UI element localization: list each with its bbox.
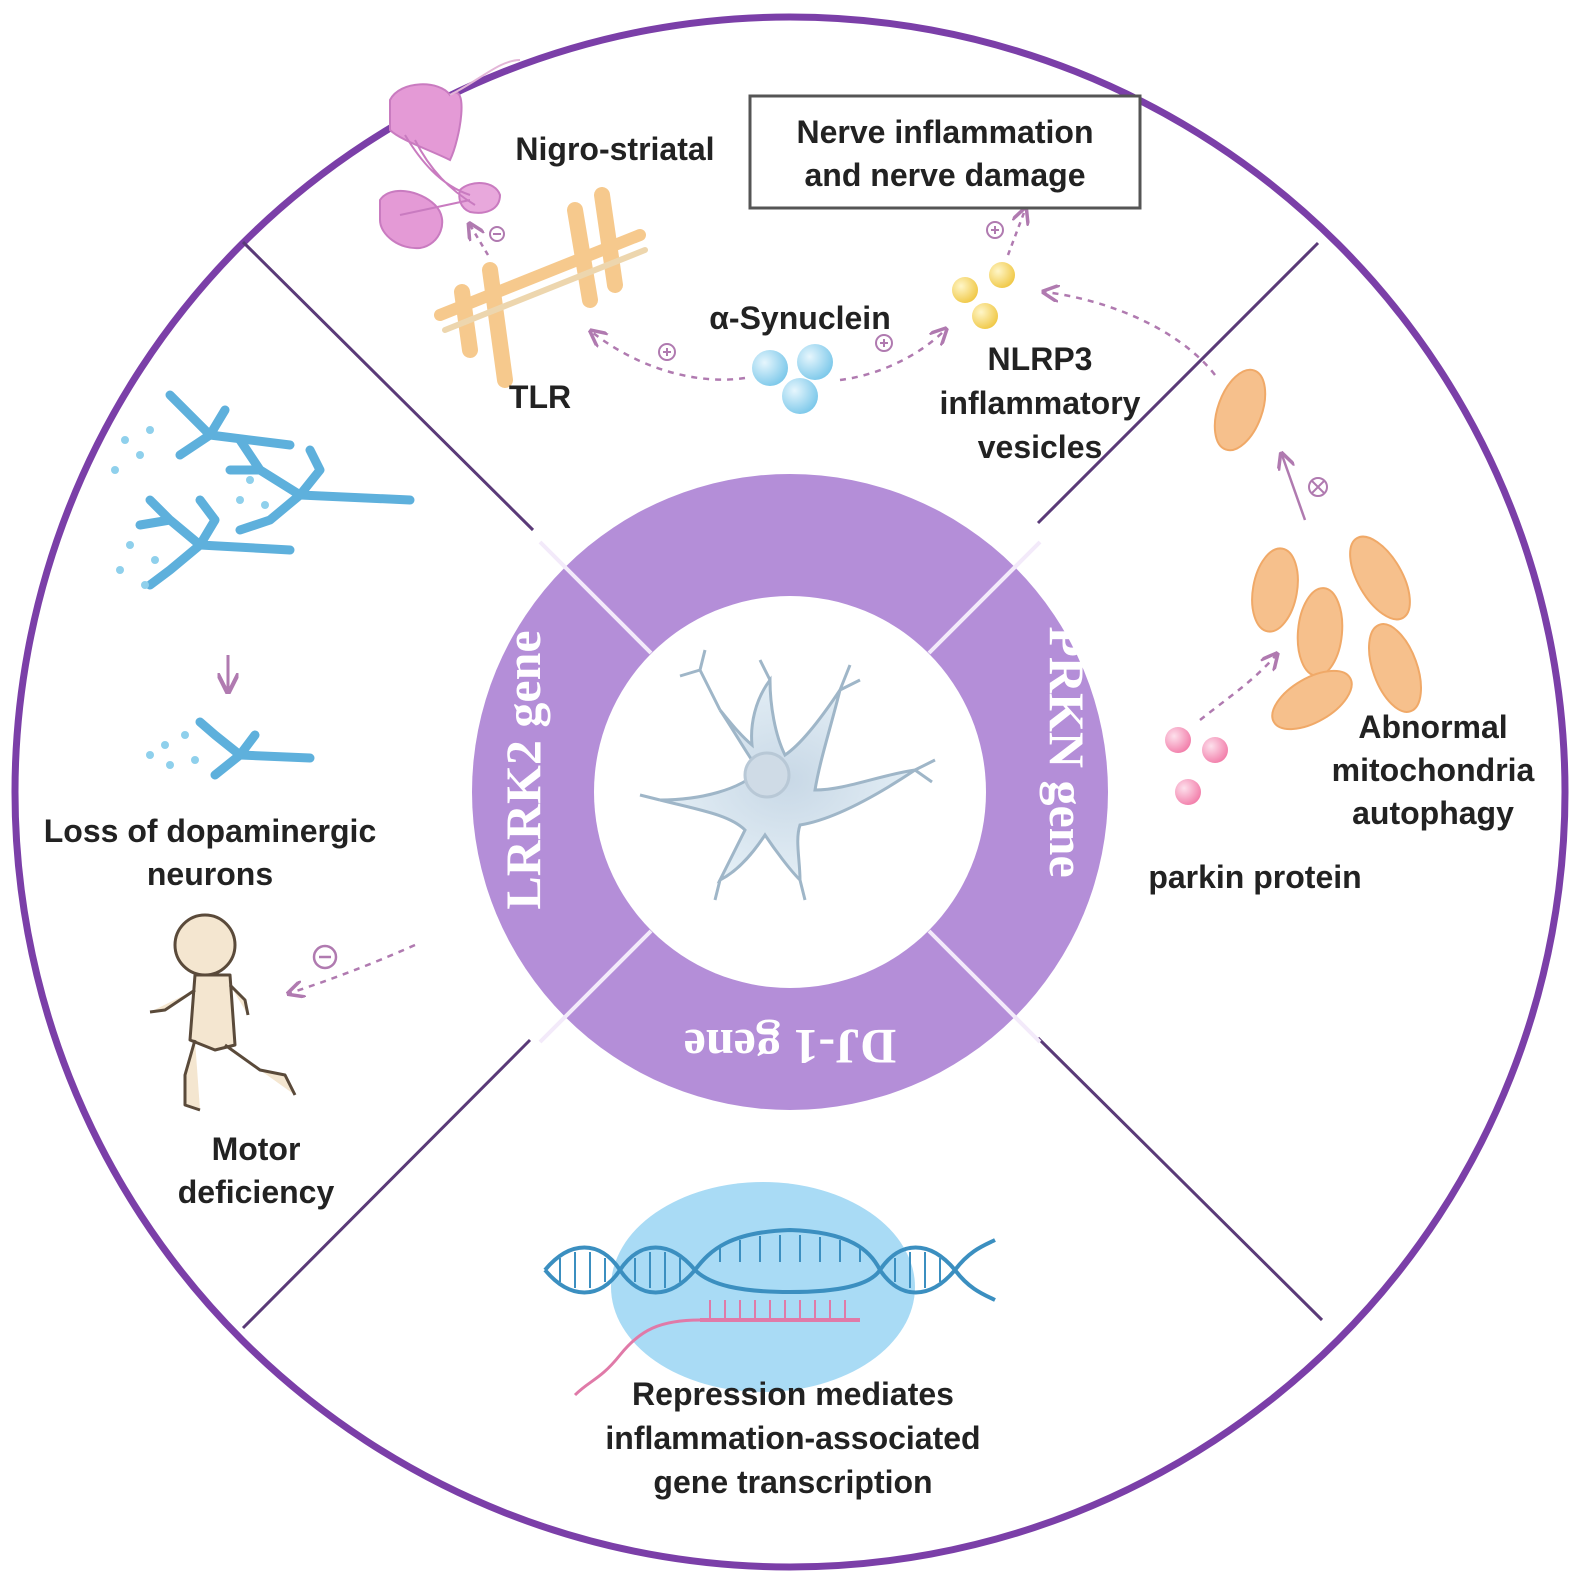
- label-tlr: TLR: [509, 379, 571, 415]
- minus-icon: [489, 226, 505, 242]
- arrow-nlrp3-to-damage: [1006, 210, 1025, 256]
- label-nlrp3-line1: NLRP3: [988, 341, 1093, 377]
- plus-icon: [658, 343, 676, 361]
- gene-label-prkn: PRKN gene: [1039, 626, 1095, 877]
- label-loss-line1: Loss of dopaminergic: [44, 813, 376, 849]
- nlrp3-icon: [952, 262, 1015, 329]
- label-motor-line1: Motor: [212, 1131, 301, 1167]
- bottom-quadrant: Repression mediates inflammation-associa…: [543, 1182, 996, 1500]
- arrow-mito-up: [1282, 455, 1307, 521]
- brain-section-icon: [379, 59, 521, 250]
- label-nigro-striatal: Nigro-striatal: [515, 131, 714, 167]
- dendrite-neuron-icon: [135, 390, 415, 780]
- label-loss-line2: neurons: [147, 856, 273, 892]
- damage-box-line1: Nerve inflammation: [797, 114, 1094, 150]
- quadrant-dividers: [241, 240, 1324, 1330]
- arrow-parkin-to-mito: [1199, 655, 1276, 721]
- right-quadrant: Abnormal mitochondria autophagy parkin p…: [1148, 368, 1535, 895]
- plus-icon: [875, 334, 893, 352]
- label-mito-line2: mitochondria: [1332, 752, 1535, 788]
- label-motor-line2: deficiency: [178, 1174, 335, 1210]
- damage-box: [748, 94, 1142, 210]
- label-mito-line3: autophagy: [1352, 795, 1514, 831]
- label-alpha-synuclein: α-Synuclein: [709, 300, 890, 336]
- label-nlrp3-line3: vesicles: [978, 429, 1103, 465]
- gene-label-lrrk2: LRRK2 gene: [495, 630, 551, 909]
- running-figure-icon: [149, 913, 297, 1112]
- arrow-synuclein-to-tlr: [592, 332, 746, 381]
- label-repression-line2: inflammation-associated: [605, 1420, 980, 1456]
- mitochondria-icon: [1213, 368, 1422, 731]
- gene-label-dj1: DJ-1 gene: [684, 1019, 896, 1075]
- parkin-protein-icon: [1165, 727, 1228, 805]
- tlr-receptor-icon: [434, 187, 648, 388]
- synuclein-icon: [752, 344, 833, 414]
- inhibit-icon: [1308, 477, 1328, 497]
- left-quadrant: Loss of dopaminergic neurons Motor defic…: [44, 390, 416, 1210]
- arrow-mito-to-nlrp3: [1045, 292, 1216, 376]
- arrow-lrrk2-to-motor: [290, 943, 416, 993]
- neuron-cell-icon: [639, 649, 936, 901]
- plus-icon: [986, 221, 1004, 239]
- label-mito-line1: Abnormal: [1358, 709, 1507, 745]
- label-repression-line3: gene transcription: [653, 1464, 932, 1500]
- dna-transcription-icon: [543, 1182, 996, 1397]
- damage-box-line2: and nerve damage: [805, 157, 1086, 193]
- label-nlrp3-line2: inflammatory: [940, 385, 1141, 421]
- dendrite-particles: [111, 426, 269, 769]
- arrow-synuclein-to-nlrp3: [839, 330, 945, 382]
- top-quadrant: Nerve inflammation and nerve damage Nigr…: [379, 59, 1216, 465]
- label-parkin-protein: parkin protein: [1148, 859, 1361, 895]
- gene-ring-separators: [538, 540, 1042, 1044]
- label-repression-line1: Repression mediates: [632, 1376, 954, 1412]
- minus-icon: [312, 944, 338, 970]
